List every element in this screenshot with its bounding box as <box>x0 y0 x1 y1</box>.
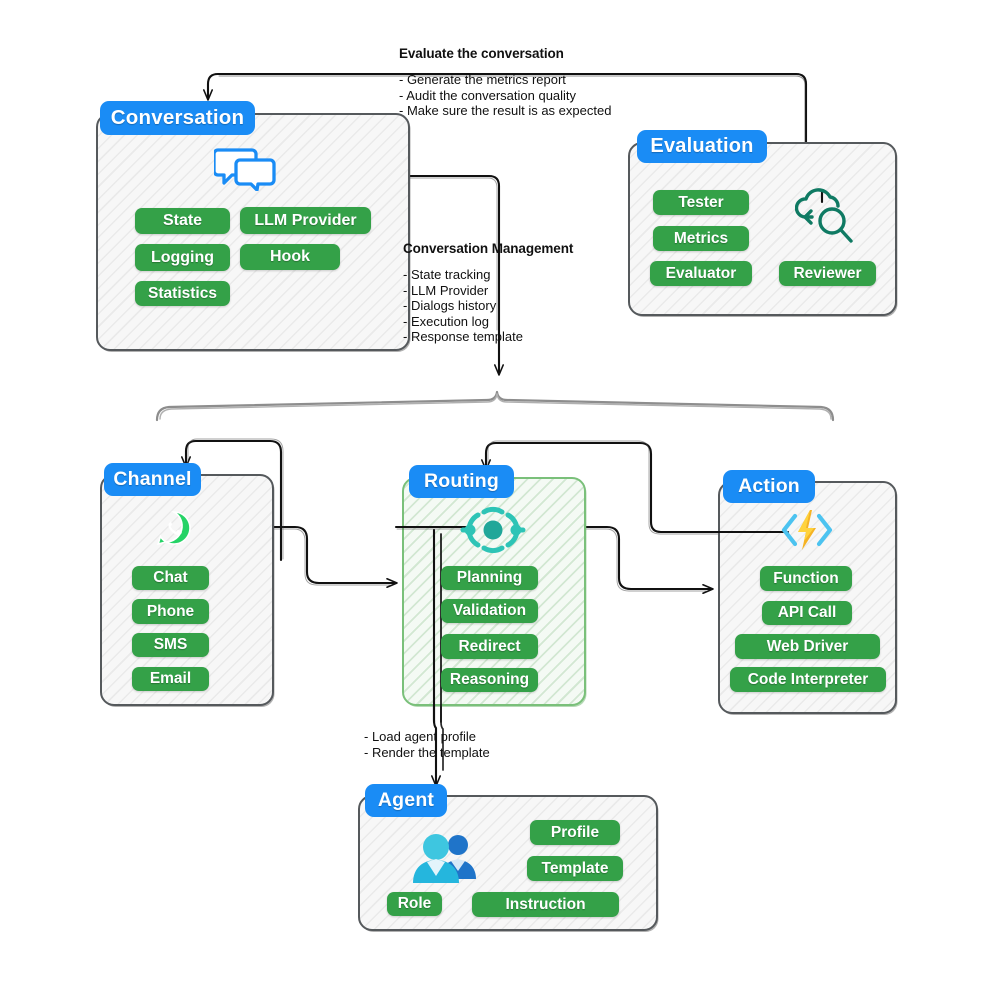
note-line: - Render the template <box>364 744 490 760</box>
pill-label: Template <box>541 859 609 877</box>
routing-title-label: Routing <box>423 470 500 492</box>
pill-evaluation-evaluator[interactable]: Evaluator <box>650 261 752 286</box>
note-line: - Execution log <box>403 313 489 329</box>
pill-routing-validation[interactable]: Validation <box>441 599 538 623</box>
pill-action-code-interpreter[interactable]: Code Interpreter <box>730 667 886 692</box>
pill-label: LLM Provider <box>254 211 357 229</box>
pill-agent-template[interactable]: Template <box>527 856 623 881</box>
pill-routing-planning[interactable]: Planning <box>441 566 538 590</box>
chip-evaluation-title[interactable]: Evaluation <box>637 130 767 163</box>
note-line: - Response template <box>403 329 523 345</box>
chip-action-title[interactable]: Action <box>723 470 815 503</box>
pill-channel-email[interactable]: Email <box>132 667 209 691</box>
wire-conversation-to-branch <box>270 174 504 376</box>
conversation-title-label: Conversation <box>110 106 245 129</box>
pill-label: Reviewer <box>793 264 862 282</box>
pill-channel-chat[interactable]: Chat <box>132 566 209 590</box>
note-heading: Evaluate the conversation <box>399 46 564 61</box>
agent-title-label: Agent <box>377 789 435 811</box>
pill-channel-phone[interactable]: Phone <box>132 599 209 624</box>
pill-label: Metrics <box>673 229 729 247</box>
function-lightning-icon <box>779 508 835 557</box>
pill-label: Tester <box>678 193 724 211</box>
wire-loop-channel <box>180 438 284 562</box>
wire-action-to-routing <box>480 440 808 535</box>
pill-label: Function <box>773 569 839 587</box>
pill-channel-sms[interactable]: SMS <box>132 633 209 657</box>
pill-label: Chat <box>153 569 188 586</box>
note-conversation-management: Conversation Management - State tracking… <box>403 241 573 345</box>
pill-label: API Call <box>777 604 837 621</box>
wire-routing-to-action <box>525 525 714 595</box>
pill-label: Logging <box>150 248 215 266</box>
note-agent-load: - Load agent profile - Render the templa… <box>364 729 490 760</box>
pill-agent-role[interactable]: Role <box>387 892 442 916</box>
pill-label: Statistics <box>148 284 217 302</box>
note-line: - LLM Provider <box>403 282 489 298</box>
user-front <box>413 834 459 883</box>
pill-conversation-statistics[interactable]: Statistics <box>135 281 230 306</box>
note-line: - Generate the metrics report <box>399 72 566 87</box>
pill-label: Redirect <box>458 637 521 655</box>
note-line: - Audit the conversation quality <box>399 87 577 103</box>
pill-label: Instruction <box>505 895 586 913</box>
cloud-magnifier-icon <box>794 188 857 251</box>
pill-label: Email <box>149 670 192 687</box>
note-line: - State tracking <box>403 267 491 282</box>
note-line: - Dialogs history <box>403 298 497 314</box>
pill-evaluation-reviewer[interactable]: Reviewer <box>779 261 876 286</box>
note-evaluate-the-conversation: Evaluate the conversation - Generate the… <box>399 46 611 119</box>
chip-routing-title[interactable]: Routing <box>409 465 514 498</box>
pill-routing-redirect[interactable]: Redirect <box>441 634 538 659</box>
chat-bubbles-icon <box>212 146 276 196</box>
channel-title-label: Channel <box>113 468 192 490</box>
pill-label: State <box>162 212 203 229</box>
pill-label: Hook <box>270 248 310 265</box>
chip-channel-title[interactable]: Channel <box>104 463 201 496</box>
evaluation-title-label: Evaluation <box>650 135 754 157</box>
pill-label: Reasoning <box>449 671 530 688</box>
pill-agent-profile[interactable]: Profile <box>530 820 620 845</box>
branch-brace <box>155 390 835 422</box>
pill-label: Role <box>397 895 432 912</box>
chip-agent-title[interactable]: Agent <box>365 784 447 817</box>
pill-label: Code Interpreter <box>747 670 869 688</box>
pill-label: SMS <box>153 636 188 653</box>
whatsapp-icon <box>156 510 192 551</box>
pill-label: Planning <box>456 569 523 586</box>
pill-label: Web Driver <box>766 637 849 655</box>
pill-action-function[interactable]: Function <box>760 566 852 591</box>
panel-routing[interactable] <box>402 477 586 706</box>
users-icon <box>410 829 480 890</box>
pill-conversation-state[interactable]: State <box>135 208 230 234</box>
pill-agent-instruction[interactable]: Instruction <box>472 892 619 917</box>
pill-conversation-logging[interactable]: Logging <box>135 244 230 271</box>
chip-conversation-title[interactable]: Conversation <box>100 101 255 135</box>
pill-label: Validation <box>452 602 527 619</box>
pill-label: Phone <box>146 602 195 620</box>
pill-label: Profile <box>550 823 600 841</box>
pill-action-api-call[interactable]: API Call <box>762 601 852 625</box>
pill-evaluation-metrics[interactable]: Metrics <box>653 226 749 251</box>
note-line: - Load agent profile <box>364 729 477 744</box>
action-title-label: Action <box>738 475 800 497</box>
router-node-icon <box>458 505 528 560</box>
note-heading: Conversation Management <box>403 241 574 256</box>
pill-conversation-llm-provider[interactable]: LLM Provider <box>240 207 371 234</box>
note-line: - Make sure the result is as expected <box>399 103 612 119</box>
wire-channel-to-routing <box>191 525 398 589</box>
pill-routing-reasoning[interactable]: Reasoning <box>441 668 538 692</box>
pill-evaluation-tester[interactable]: Tester <box>653 190 749 215</box>
pill-conversation-hook[interactable]: Hook <box>240 244 340 270</box>
pill-label: Evaluator <box>665 264 737 282</box>
pill-action-web-driver[interactable]: Web Driver <box>735 634 880 659</box>
